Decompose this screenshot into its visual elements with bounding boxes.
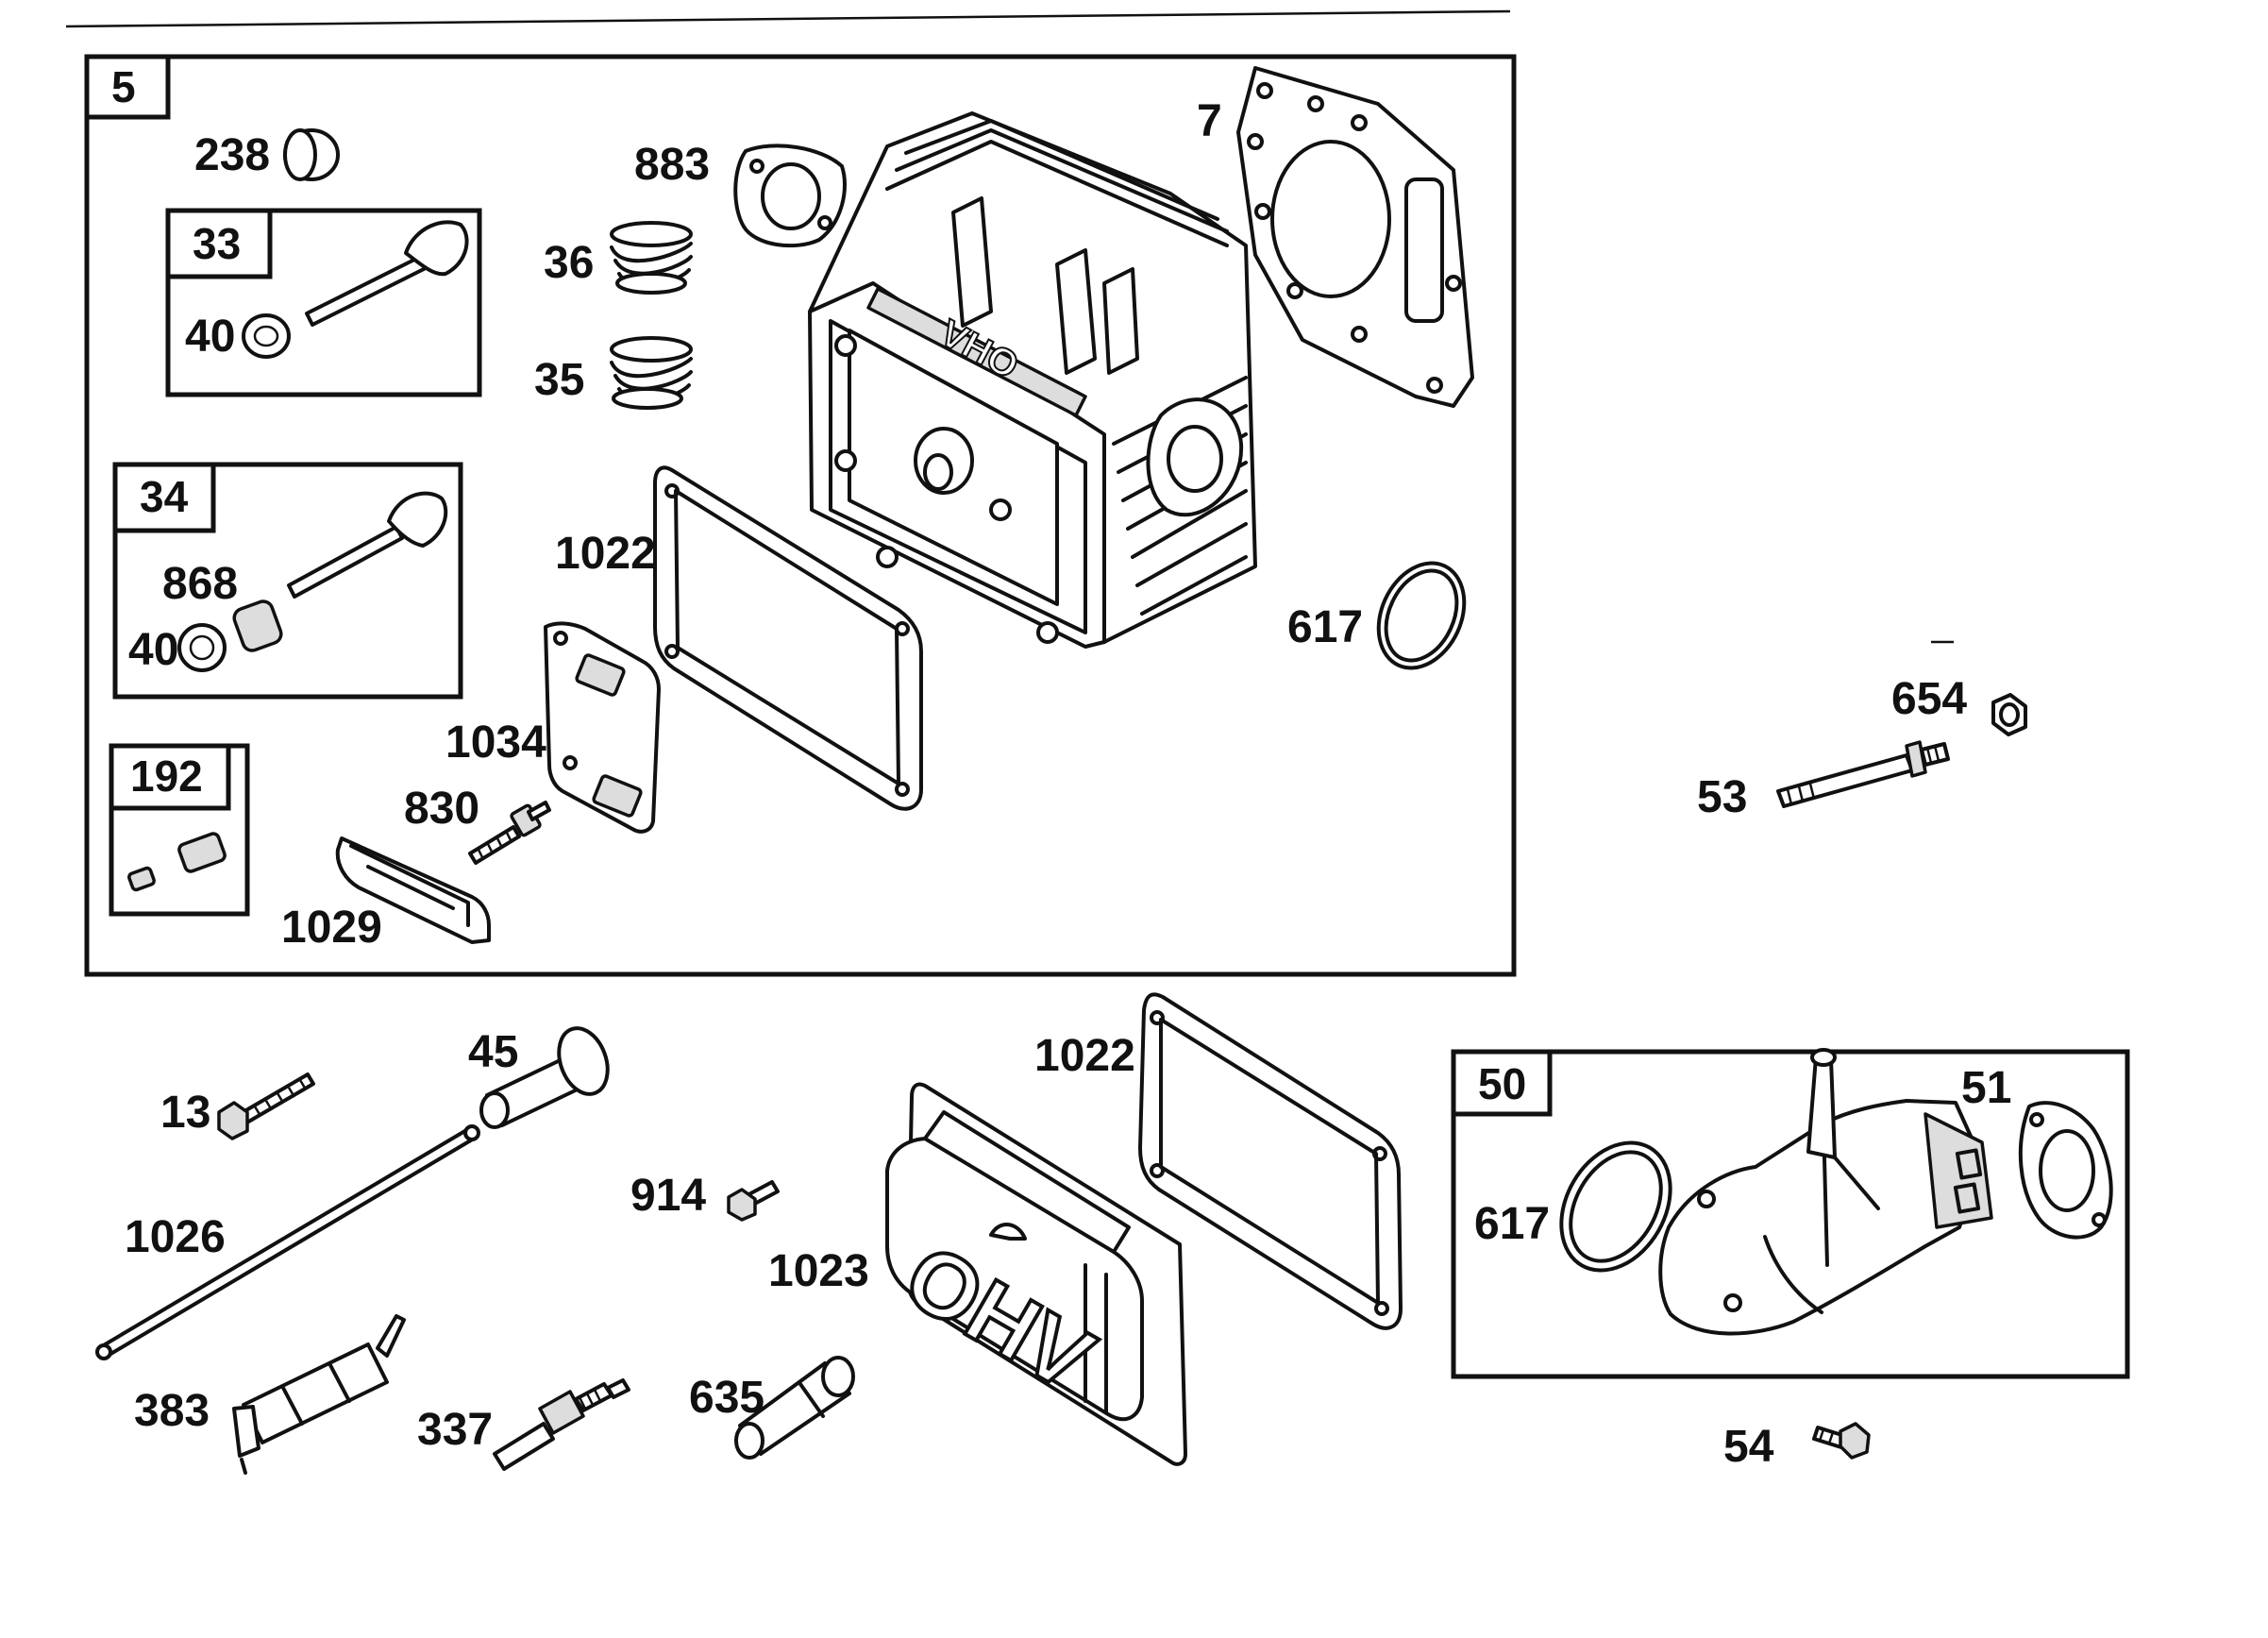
group-5-frame [84, 54, 1517, 977]
group-50-tag-box [1451, 1049, 1553, 1117]
group-33-tag-box [165, 208, 273, 279]
valve-34-part [177, 491, 448, 672]
label-1022-top: 1022 [555, 529, 656, 579]
label-238: 238 [194, 130, 270, 180]
label-383: 383 [134, 1386, 210, 1436]
group-192-tag-box [109, 743, 231, 811]
group-192-tag: 192 [130, 751, 203, 801]
group-50-tag: 50 [1478, 1059, 1526, 1108]
breather-plate-1034-part [544, 621, 661, 834]
cylinder-head-part [808, 111, 1257, 649]
label-40-exhaust: 40 [185, 312, 235, 362]
label-883: 883 [634, 140, 710, 190]
valve-33-part [242, 220, 469, 359]
stud-53-part [1776, 740, 1950, 808]
label-1026: 1026 [125, 1212, 226, 1262]
label-54: 54 [1723, 1422, 1774, 1472]
label-337: 337 [417, 1405, 493, 1455]
label-1023: 1023 [768, 1246, 869, 1296]
label-635: 635 [689, 1373, 764, 1423]
spring-36-part [610, 221, 693, 295]
group-50-frame [1451, 1049, 2130, 1379]
valve-cover-1023-part [885, 1082, 1187, 1466]
screw-830-part [468, 801, 551, 865]
rocker-gasket-1022-bottom-part [1138, 992, 1403, 1330]
screw-54-part [1812, 1422, 1871, 1460]
nut-654-part [1991, 693, 2027, 736]
group-33-frame [165, 208, 482, 397]
tappet-45-part [479, 1026, 610, 1129]
label-40-intake: 40 [128, 625, 178, 675]
rocker-gasket-1022-top-part [653, 465, 923, 811]
group-5-tag-box [84, 54, 171, 120]
head-gasket-7-part [1236, 66, 1474, 408]
sensor-383-part [232, 1314, 406, 1475]
label-1029: 1029 [281, 903, 382, 953]
group-34-tag-box [112, 462, 216, 533]
plug-192-part [127, 832, 227, 892]
scan-edge-line [65, 9, 1511, 28]
sleeve-635-part [734, 1356, 855, 1460]
group-33-tag: 33 [193, 219, 241, 268]
label-45: 45 [468, 1027, 518, 1077]
group-34-frame [112, 462, 463, 700]
label-53: 53 [1697, 772, 1747, 822]
label-654: 654 [1891, 674, 1967, 724]
label-13: 13 [160, 1088, 210, 1138]
valve-seat-238-part [283, 128, 340, 181]
bolt-13-part [217, 1072, 315, 1140]
spring-35-part [610, 336, 693, 410]
o-ring-617-top-part [1376, 561, 1467, 670]
label-35: 35 [534, 355, 584, 405]
group-34-tag: 34 [140, 472, 189, 521]
push-rod-1026-part [95, 1124, 480, 1360]
label-914: 914 [630, 1171, 706, 1221]
label-868: 868 [162, 559, 238, 609]
breather-cover-1029-part [335, 836, 491, 944]
spark-plug-337-part [493, 1378, 630, 1471]
label-617-bottom: 617 [1474, 1199, 1550, 1249]
screw-914-part [727, 1180, 780, 1222]
intake-manifold-51-part [1658, 1048, 1993, 1336]
label-7: 7 [1197, 96, 1222, 146]
label-617-top: 617 [1287, 602, 1363, 652]
intake-gasket-51-part [2018, 1101, 2113, 1240]
label-1022-bottom: 1022 [1034, 1031, 1135, 1081]
label-36: 36 [544, 238, 594, 288]
label-1034: 1034 [445, 718, 546, 768]
exhaust-gasket-883-part [733, 144, 847, 248]
label-830: 830 [404, 784, 479, 834]
group-5-tag: 5 [111, 62, 136, 111]
label-51: 51 [1961, 1063, 2011, 1113]
o-ring-617-bottom-part [1559, 1140, 1672, 1273]
